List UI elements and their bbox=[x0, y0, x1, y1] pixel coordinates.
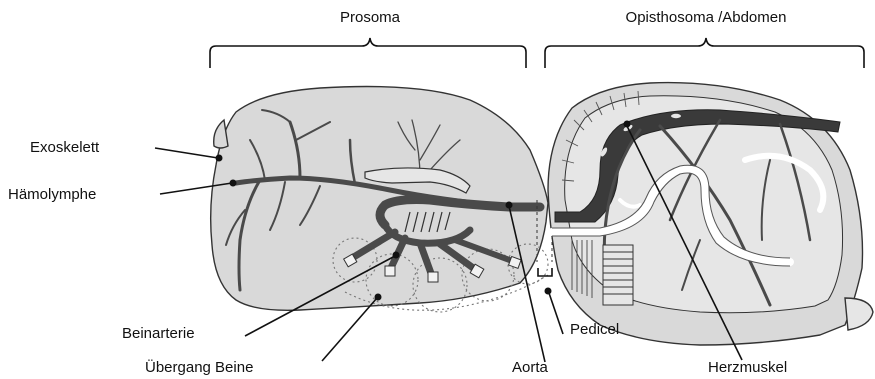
pedicel-marker bbox=[545, 288, 552, 295]
opisthosoma-bracket bbox=[545, 38, 864, 68]
herzmuskel-marker bbox=[624, 121, 631, 128]
opisthosoma-label: Opisthosoma /Abdomen bbox=[626, 9, 787, 26]
prosoma-bracket bbox=[210, 38, 526, 68]
haemolymphe-label: Hämolymphe bbox=[8, 186, 96, 203]
beinarterie-label: Beinarterie bbox=[122, 325, 195, 342]
haemolymphe-marker bbox=[230, 180, 237, 187]
aorta-label: Aorta bbox=[512, 359, 549, 376]
beinarterie-marker bbox=[393, 252, 400, 259]
book-lung bbox=[603, 245, 633, 305]
uebergang-beine-label: Übergang Beine bbox=[145, 358, 253, 376]
prosoma-label: Prosoma bbox=[340, 9, 401, 26]
prosoma-body bbox=[211, 87, 548, 311]
uebergang-beine-marker bbox=[375, 294, 382, 301]
exoskelett-marker bbox=[216, 155, 223, 162]
pedicel-label: Pedicel bbox=[570, 321, 619, 338]
aorta-marker bbox=[506, 202, 513, 209]
herzmuskel-label: Herzmuskel bbox=[708, 359, 787, 376]
carapace-front-bump bbox=[214, 120, 228, 148]
exoskelett-label: Exoskelett bbox=[30, 139, 100, 156]
spinnerets bbox=[845, 298, 873, 330]
